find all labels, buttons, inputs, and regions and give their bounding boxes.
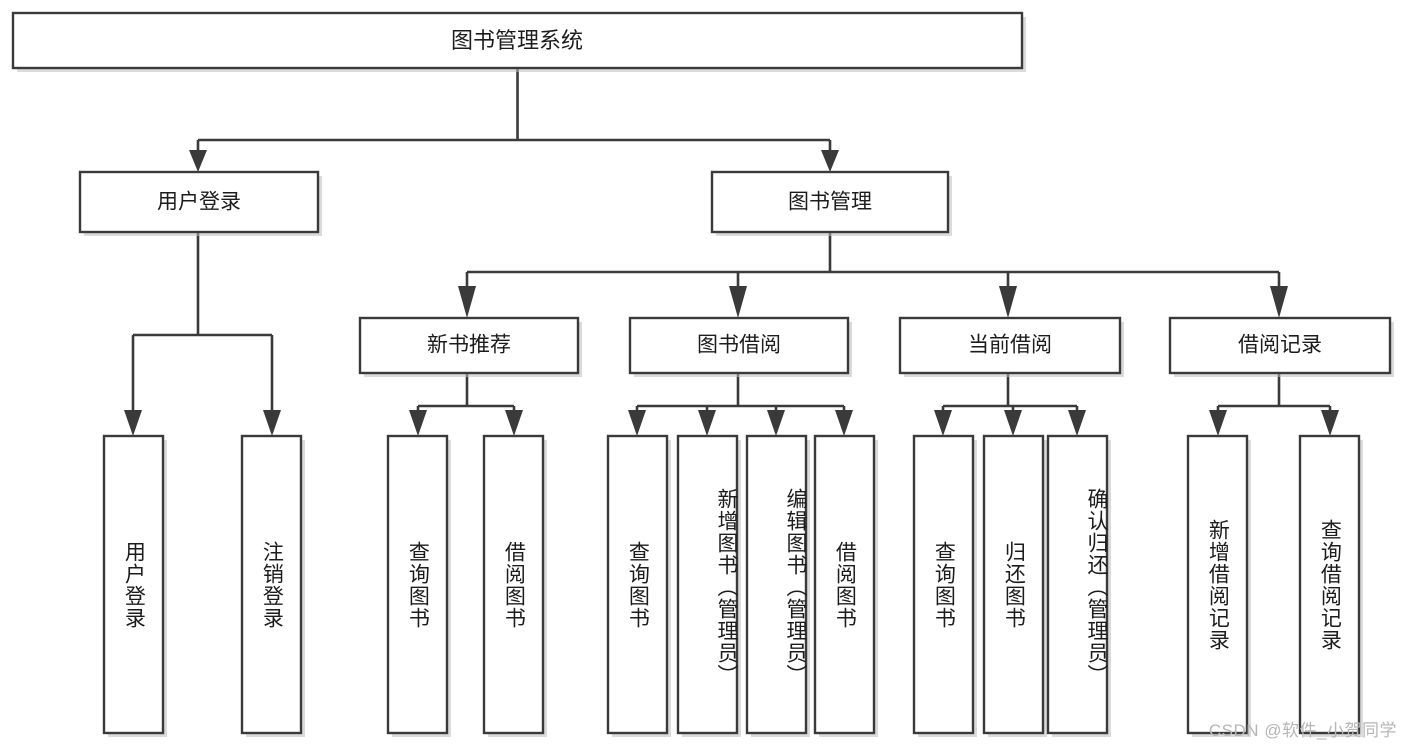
- node-box-user-login[interactable]: [78, 170, 320, 234]
- arrowhead-book-borrow: [729, 286, 747, 318]
- arrowhead-recommend-leaf-1: [409, 410, 427, 436]
- node-box-leaf-current-3[interactable]: [1046, 434, 1109, 735]
- label-current-borrow: 当前借阅: [968, 334, 1052, 357]
- connector-layer: [124, 68, 1339, 436]
- csdn-watermark: CSDN @软件_小贺同学: [1208, 721, 1397, 740]
- arrowhead-current-borrow: [999, 286, 1017, 318]
- node-box-leaf-current-2[interactable]: [982, 434, 1045, 735]
- node-box-current-borrow[interactable]: [898, 316, 1122, 375]
- arrowhead-record-leaf-2: [1321, 410, 1339, 436]
- node-box-new-book-recommend[interactable]: [358, 316, 580, 375]
- label-user-login: 用户登录: [157, 191, 241, 214]
- node-box-leaf-user-login[interactable]: [102, 434, 165, 735]
- label-root: 图书管理系统: [451, 28, 583, 53]
- label-new-book-recommend: 新书推荐: [427, 334, 511, 357]
- node-box-leaf-borrow-2[interactable]: [676, 434, 739, 735]
- box-layer: [11, 11, 1394, 737]
- arrowhead-leaf-logout: [263, 410, 281, 436]
- arrowhead-borrow-leaf-3: [767, 410, 785, 436]
- node-box-leaf-recommend-1[interactable]: [386, 434, 449, 735]
- arrowhead-recommend-leaf-2: [505, 410, 523, 436]
- node-box-book-mgmt[interactable]: [710, 170, 950, 234]
- label-layer: 图书管理系统 用户登录 图书管理 新书推荐 图书借阅 当前借阅 借阅记录: [157, 28, 1322, 357]
- node-box-leaf-record-1[interactable]: [1186, 434, 1249, 735]
- label-book-mgmt: 图书管理: [788, 191, 872, 214]
- arrowhead-current-leaf-2: [1004, 410, 1022, 436]
- node-box-leaf-borrow-1[interactable]: [606, 434, 669, 735]
- arrowhead-record-leaf-1: [1209, 410, 1227, 436]
- arrowhead-leaf-user-login: [124, 410, 142, 436]
- node-box-leaf-record-2[interactable]: [1298, 434, 1361, 735]
- node-box-leaf-logout[interactable]: [240, 434, 303, 735]
- arrowhead-book-mgmt: [821, 150, 839, 172]
- arrowhead-borrow-leaf-1: [628, 410, 646, 436]
- node-box-root[interactable]: [11, 11, 1024, 70]
- node-box-leaf-borrow-3[interactable]: [745, 434, 808, 735]
- label-book-borrow: 图书借阅: [697, 334, 781, 357]
- node-box-book-borrow[interactable]: [628, 316, 850, 375]
- arrowhead-borrow-record: [1270, 286, 1288, 318]
- node-box-borrow-record[interactable]: [1168, 316, 1392, 375]
- node-box-leaf-recommend-2[interactable]: [482, 434, 545, 735]
- node-box-leaf-borrow-4[interactable]: [813, 434, 876, 735]
- arrowhead-current-leaf-3: [1068, 410, 1086, 436]
- arrowhead-borrow-leaf-2: [698, 410, 716, 436]
- arrowhead-user-login: [189, 150, 207, 172]
- arrowhead-current-leaf-1: [934, 410, 952, 436]
- label-borrow-record: 借阅记录: [1238, 334, 1322, 357]
- arrowhead-new-book-recommend: [458, 286, 476, 318]
- node-box-leaf-current-1[interactable]: [912, 434, 975, 735]
- arrowhead-borrow-leaf-4: [835, 410, 853, 436]
